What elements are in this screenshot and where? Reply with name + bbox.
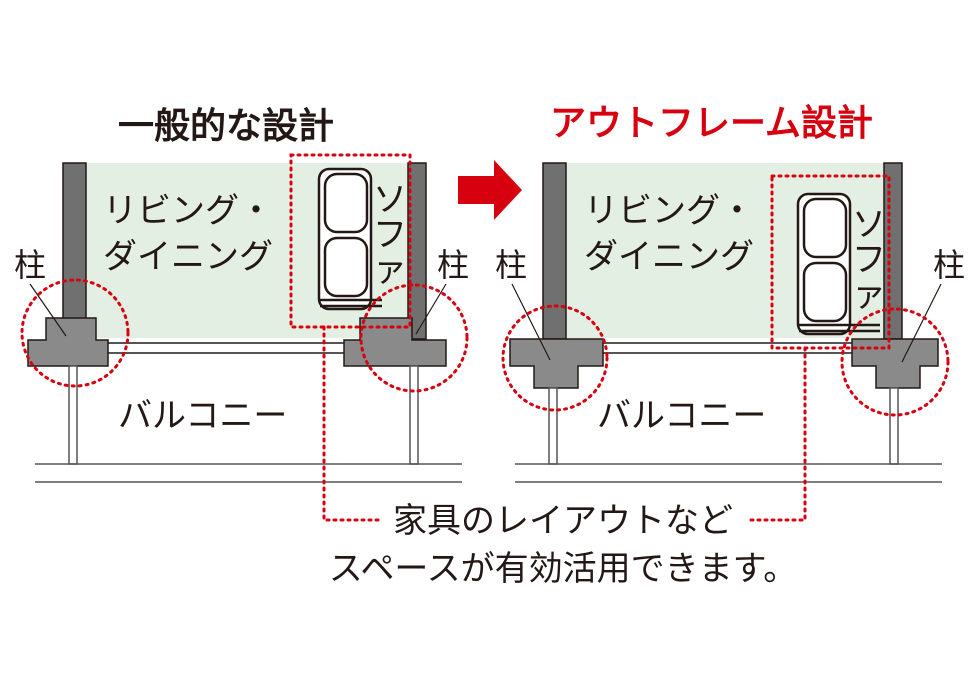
pillar-highlight-circle xyxy=(20,278,130,388)
balcony-label: バルコニー xyxy=(118,396,287,436)
sofa-label: ァ xyxy=(852,275,886,315)
sofa-space-highlight xyxy=(289,153,412,329)
pillar-highlight-circle xyxy=(359,283,469,393)
pillar-label-left: 柱 xyxy=(14,246,46,284)
caption-connector-right xyxy=(746,346,807,522)
pillar-left xyxy=(509,338,604,389)
pillar-label-right: 柱 xyxy=(933,246,965,284)
right-wall xyxy=(883,162,903,340)
caption-line1: 家具のレイアウトなど xyxy=(393,501,733,541)
sofa-label: ァ xyxy=(373,250,407,290)
pillar-right xyxy=(343,317,447,367)
general-design-title: 一般的な設計 xyxy=(118,106,334,147)
balcony-label: バルコニー xyxy=(597,396,766,436)
pillar-leader-line xyxy=(511,283,551,361)
outframe-design-panel: アウトフレーム設計 ソ フ ァ リビング・ ダイニング xyxy=(495,103,965,483)
room-label-line1: リビング・ xyxy=(584,191,754,231)
sofa-label: ソ xyxy=(852,205,886,245)
pillar-left xyxy=(27,317,109,367)
pillar-label-right: 柱 xyxy=(437,246,469,284)
balcony-post xyxy=(889,387,899,465)
sofa-icon xyxy=(796,192,880,336)
caption-line2: スペースが有効活用できます。 xyxy=(329,549,798,589)
left-wall xyxy=(62,162,87,340)
general-design-panel: 一般的な設計 ソ フ ァ リビング・ ダイニング xyxy=(14,106,469,483)
outframe-design-title: アウトフレーム設計 xyxy=(550,103,873,144)
balcony-post xyxy=(68,365,78,465)
pillar-leader-line xyxy=(29,283,67,337)
sofa-label: フ xyxy=(852,240,886,280)
balcony-post xyxy=(409,365,419,465)
room-label-line2: ダイニング xyxy=(103,237,273,277)
pillar-leader-line xyxy=(415,283,447,335)
pillar-leader-line xyxy=(901,283,942,363)
arrow-right-icon xyxy=(458,160,522,220)
sofa-label: フ xyxy=(373,215,407,255)
pillar-label-left: 柱 xyxy=(495,246,527,284)
room-label-line1: リビング・ xyxy=(103,191,273,231)
sofa-space-highlight xyxy=(770,174,891,350)
pillar-highlight-circle xyxy=(501,304,609,412)
balcony-post xyxy=(548,387,558,465)
pillar-right xyxy=(851,338,939,389)
pillar-highlight-circle xyxy=(840,307,950,417)
sofa-label: ソ xyxy=(373,180,407,220)
left-wall xyxy=(542,162,567,340)
room-label-line2: ダイニング xyxy=(584,237,754,277)
caption-connector-left xyxy=(322,325,380,522)
sofa-icon xyxy=(317,167,382,311)
right-wall xyxy=(407,162,427,340)
